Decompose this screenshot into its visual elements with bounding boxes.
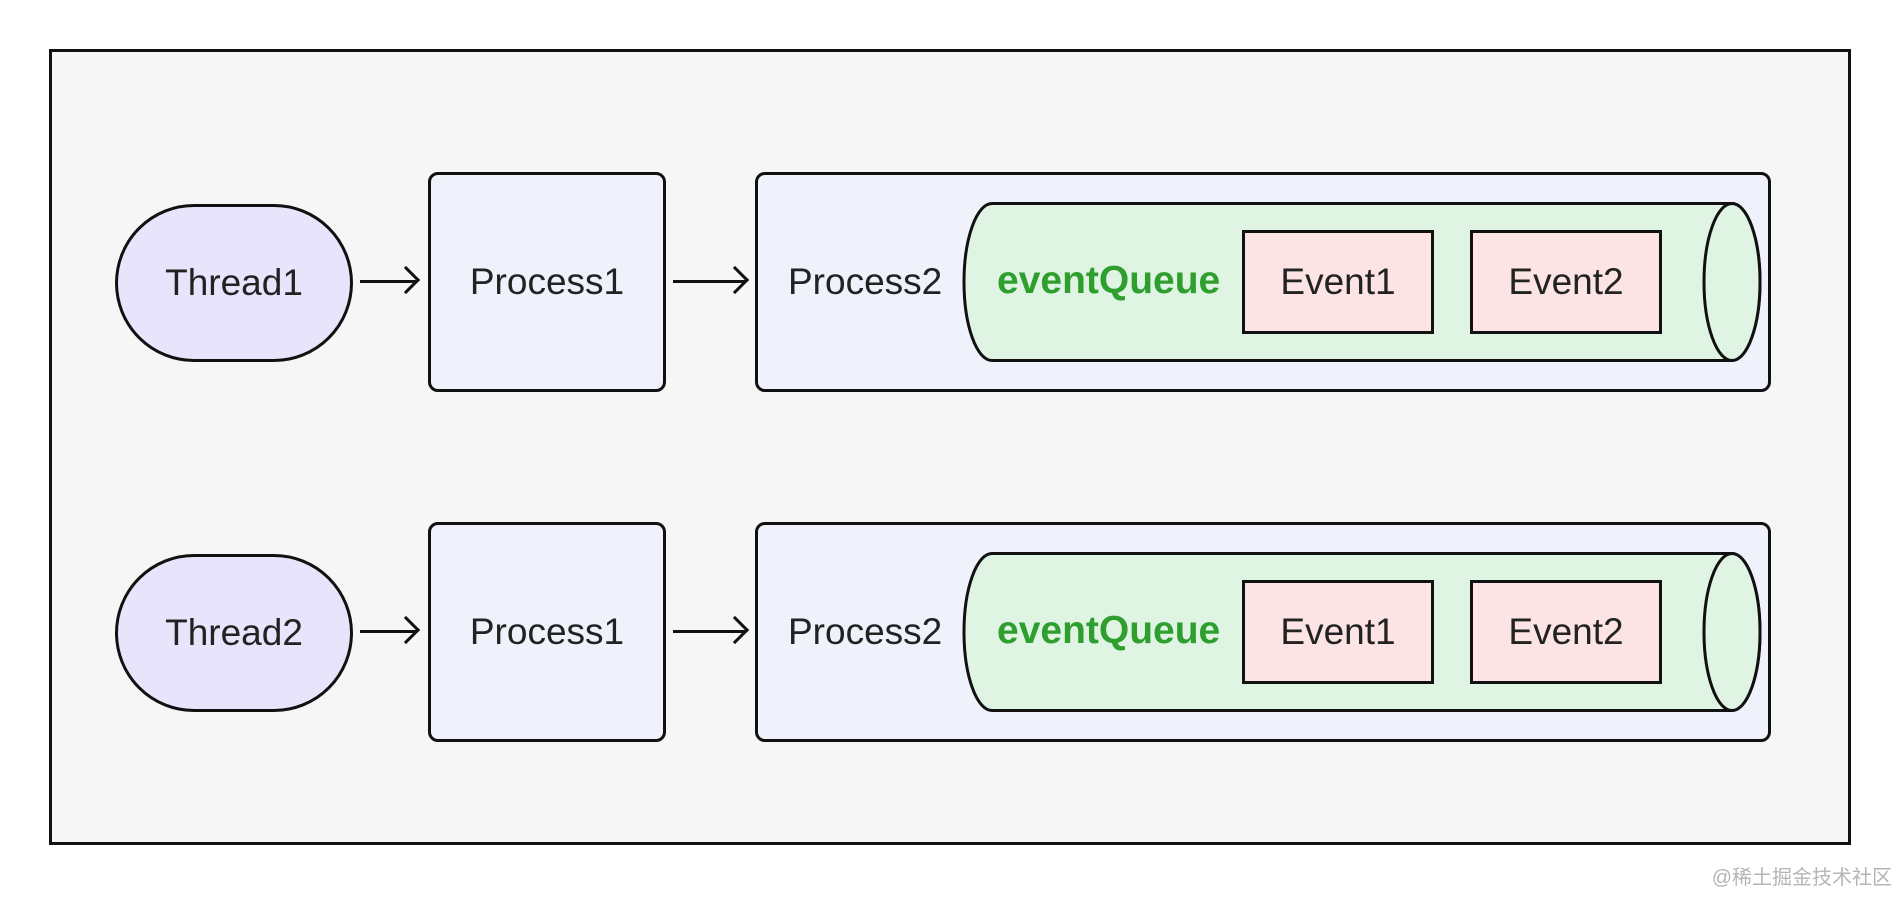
thread-node-1: Thread1 [115, 204, 353, 362]
process2-label-2: Process2 [788, 611, 943, 652]
arrow-thread1-to-process1 [360, 265, 421, 297]
event-box-1-1: Event1 [1242, 230, 1434, 334]
event-queue-label-2: eventQueue [997, 609, 1221, 652]
event-box-2-2: Event2 [1470, 580, 1662, 684]
watermark: @稀土掘金技术社区 [1711, 867, 1892, 889]
process1-node-1: Process1 [428, 172, 666, 392]
process1-node-2: Process1 [428, 522, 666, 742]
arrow-process1-to-process2-2 [673, 615, 750, 647]
arrow-process1-to-process2-1 [673, 265, 750, 297]
event-box-1-2: Event2 [1470, 230, 1662, 334]
thread-node-2: Thread2 [115, 554, 353, 712]
process2-container-1: Process2 eventQueue Event1 Event2 [755, 172, 1771, 392]
process2-container-2: Process2 eventQueue Event1 Event2 [755, 522, 1771, 742]
event-queue-label-1: eventQueue [997, 259, 1221, 302]
process2-label-1: Process2 [788, 261, 943, 302]
arrow-thread2-to-process1 [360, 615, 421, 647]
event-box-2-1: Event1 [1242, 580, 1434, 684]
